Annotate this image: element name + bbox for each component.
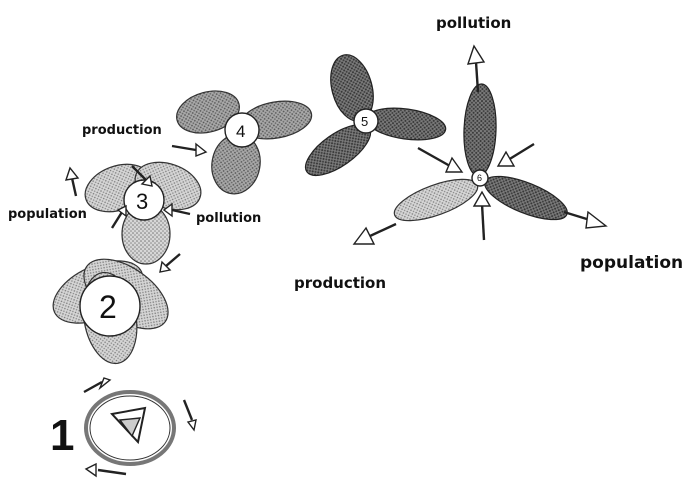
- stage-3-production-label: production: [82, 123, 162, 138]
- stage-6-petal-right: [480, 168, 573, 229]
- stage-1-arrow-top-icon: [84, 378, 110, 392]
- stage-2-number: 2: [99, 289, 117, 325]
- stage-1-triangle-icon: [112, 408, 145, 442]
- stage-6-arrow-population-icon: [564, 212, 606, 228]
- stage-6-petal-top: [462, 83, 497, 176]
- stage-3-arrow-out-population-icon: [66, 168, 78, 196]
- stage-3-population-label: population: [8, 207, 87, 222]
- stage-6-arrow-in-bottom-icon: [474, 192, 490, 240]
- stage-6-production-label: production: [294, 274, 386, 292]
- stage-6-number: 6: [477, 173, 482, 183]
- stage-1-arrow-right-icon: [184, 400, 196, 430]
- stage-3-arrow-production-icon: [172, 144, 206, 156]
- stage-6-arrow-production-icon: [354, 224, 396, 244]
- stage-4-number: 4: [236, 122, 245, 141]
- stage-6-petal-left: [390, 171, 483, 229]
- stage-3-pollution-label: pollution: [196, 211, 261, 226]
- stage-1-number: 1: [50, 411, 74, 460]
- stage-2: 2: [44, 245, 181, 368]
- stage-5-number: 5: [361, 114, 368, 129]
- stage-6-population-label: population: [580, 253, 683, 273]
- stage-1: 1: [50, 378, 196, 476]
- stage-5: 5: [298, 50, 448, 185]
- stage-6-pollution-label: pollution: [436, 14, 511, 32]
- stage-6-arrow-in-right-icon: [498, 144, 534, 166]
- stage-3-number: 3: [136, 189, 148, 214]
- stage-1-arrow-bottom-icon: [86, 464, 126, 476]
- stage-2-arrow-icon: [160, 254, 180, 272]
- stage-6-arrow-in-left-icon: [418, 148, 462, 172]
